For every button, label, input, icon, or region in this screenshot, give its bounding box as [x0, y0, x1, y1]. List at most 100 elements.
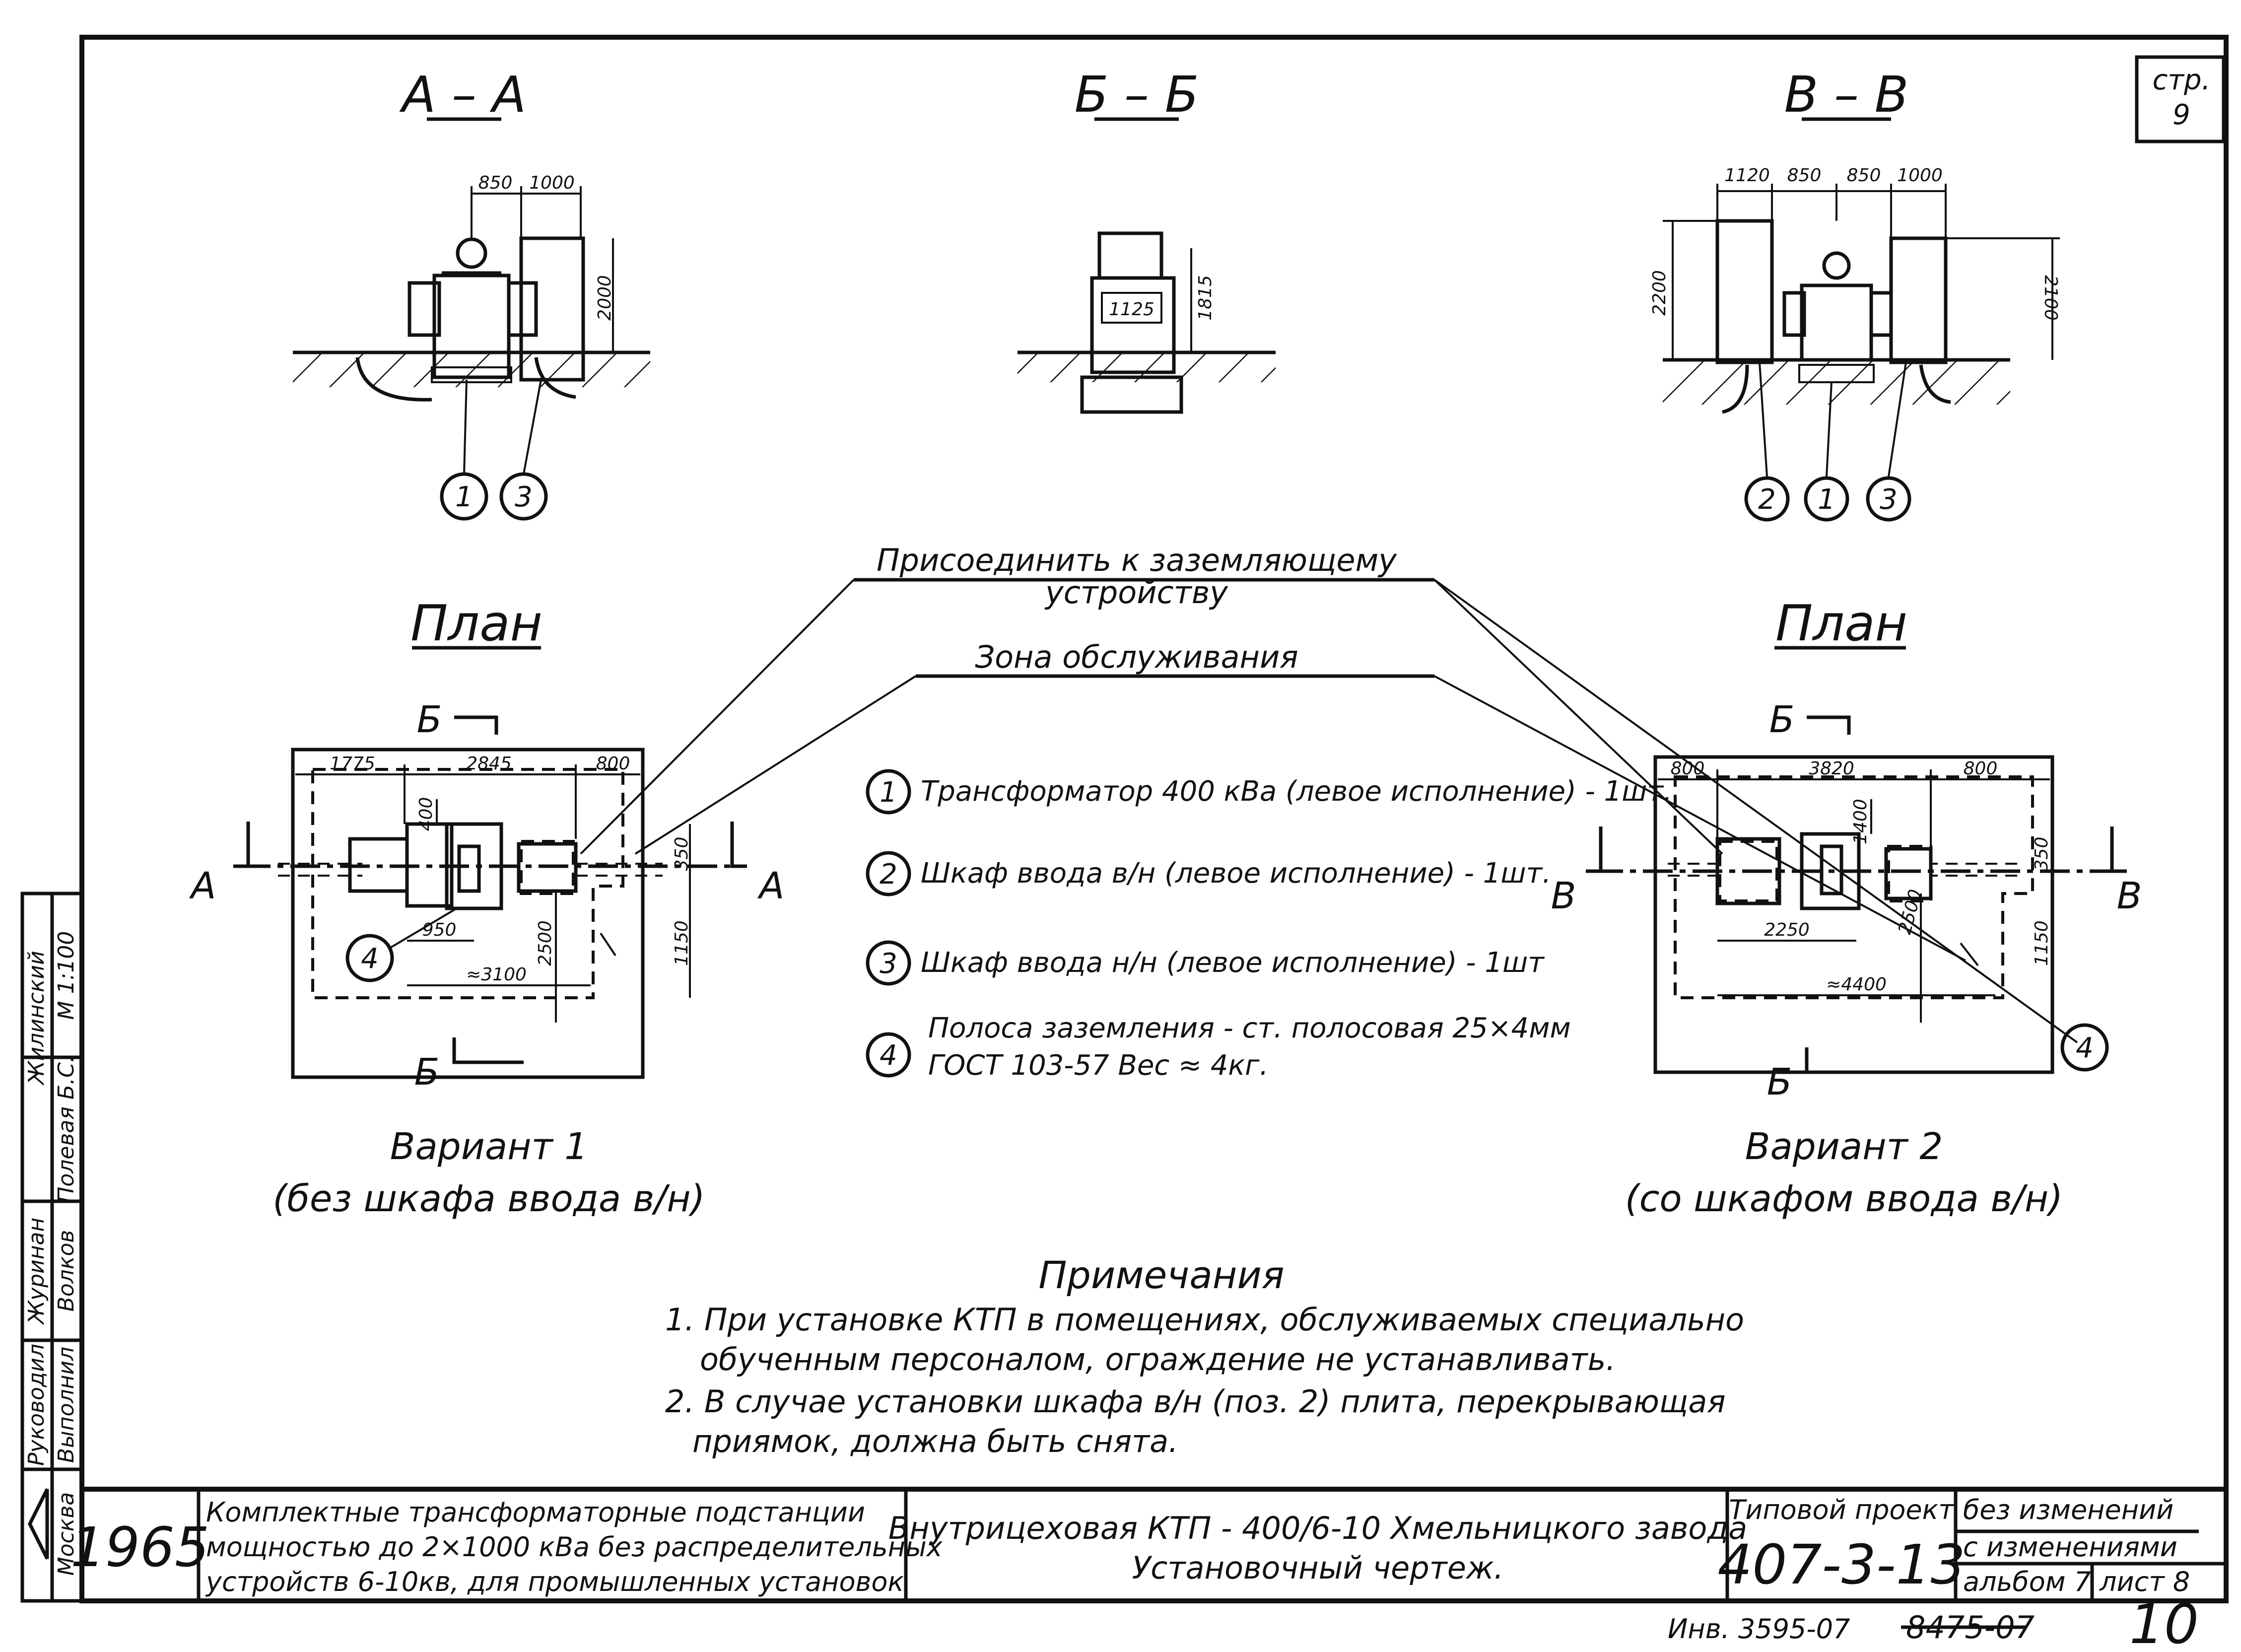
- plan1-mark-a-right: А: [757, 865, 785, 907]
- tb-project-label: Типовой проект: [1729, 1494, 1955, 1525]
- vv-callout-3: 3: [1880, 483, 1898, 516]
- notes-heading: Примечания: [1038, 1253, 1284, 1297]
- plan1-dim-350: 350: [672, 837, 692, 871]
- stamp-city: Москва: [54, 1492, 79, 1576]
- variant-1-title: Вариант 1: [390, 1125, 588, 1168]
- plan1-dim-1775: 1775: [330, 754, 375, 774]
- legend-text-4: Полоса заземления - ст. полосовая 25×4мм: [928, 1012, 1571, 1044]
- tb-change-1: без изменений: [1963, 1494, 2173, 1525]
- legend-num-4: 4: [880, 1039, 897, 1072]
- plan1-dim-2845: 2845: [466, 754, 512, 774]
- plan1-dim-800: 800: [596, 754, 630, 774]
- plan2-mark-b-top: Б: [1769, 698, 1795, 741]
- plan1-mark-a-left: А: [189, 865, 216, 907]
- plan1-callout-4: 4: [361, 943, 379, 975]
- stamp-extra-3: Жилинский: [24, 951, 49, 1086]
- tb-series-2: мощностью до 2×1000 кВа без распределите…: [206, 1531, 943, 1563]
- tb-series-1: Комплектные трансформаторные подстанции: [206, 1497, 865, 1528]
- plan2-dim-350: 350: [2032, 837, 2052, 871]
- stamp-row-2: Выполнил: [54, 1347, 79, 1463]
- aa-dim-850: 850: [478, 173, 513, 193]
- side-stamp: Руководил Выполнил Журинан Волков Полева…: [20, 892, 84, 1603]
- notes-line-1: 1. При установке КТП в помещениях, обслу…: [665, 1302, 1744, 1338]
- tb-album: альбом 7: [1963, 1566, 2091, 1597]
- notes-line-4: приямок, должна быть снята.: [692, 1423, 1178, 1459]
- section-aa-title: А – А: [399, 66, 526, 124]
- plan1-dim-950: 950: [422, 920, 457, 940]
- legend-text-3: Шкаф ввода н/н (левое исполнение) - 1шт: [921, 947, 1545, 979]
- vv-dim-850b: 850: [1847, 165, 1881, 186]
- bb-dim-1815: 1815: [1195, 275, 1216, 321]
- aa-dim-1000: 1000: [529, 173, 575, 193]
- aa-callout-3: 3: [515, 481, 533, 513]
- vv-dim-850a: 850: [1787, 165, 1822, 186]
- plan2-dim-800b: 800: [1964, 758, 1998, 779]
- tb-sheet: лист 8: [2099, 1566, 2190, 1597]
- plan1-mark-b-bottom: Б: [414, 1051, 440, 1094]
- plan-right-title: План: [1775, 594, 1907, 652]
- legend-text-4b: ГОСТ 103-57 Вес ≈ 4кг.: [928, 1049, 1268, 1082]
- plan2-mark-b-bottom: Б: [1767, 1061, 1792, 1103]
- tb-change-2: с изменениями: [1963, 1531, 2177, 1563]
- section-vv: В – В 1120 850 850 1000 2200 2100: [1649, 66, 2061, 522]
- vv-callout-1: 1: [1818, 483, 1835, 516]
- stamp-extra-1: Полевая Б.С.: [54, 1055, 79, 1203]
- plan2-dim-1150: 1150: [2032, 920, 2052, 966]
- plan2-callout-4: 4: [2076, 1032, 2094, 1064]
- tb-title-2: Установочный чертеж.: [1132, 1550, 1504, 1586]
- stamp-row-1: Руководил: [24, 1344, 49, 1466]
- variant-2-sub: (со шкафом ввода в/н): [1625, 1177, 2063, 1220]
- tb-project-number: 407-3-13: [1717, 1533, 1965, 1596]
- plan2-dim-800a: 800: [1671, 758, 1705, 779]
- annotation-ground: Присоединить к заземляющему: [877, 542, 1397, 578]
- plan1-dim-2500: 2500: [535, 920, 555, 966]
- stamp-extra-2: М 1:100: [54, 931, 79, 1020]
- plan2-mark-v-left: В: [1551, 875, 1576, 917]
- tb-title-1: Внутрицеховая КТП - 400/6-10 Хмельницког…: [888, 1510, 1747, 1546]
- plan1-mark-b-top: Б: [417, 698, 442, 741]
- plan1-dim-400: 400: [416, 797, 436, 831]
- stamp-name-2: Волков: [54, 1230, 79, 1312]
- notes: Примечания 1. При установке КТП в помеще…: [665, 1253, 1744, 1459]
- title-block: 1965 Комплектные трансформаторные подста…: [70, 1487, 2226, 1601]
- variant-2-title: Вариант 2: [1745, 1125, 1943, 1168]
- sheet-corner-box: [2135, 55, 2226, 143]
- section-bb-title: Б – Б: [1075, 66, 1199, 124]
- section-vv-title: В – В: [1784, 66, 1909, 124]
- plan2-dim-3820: 3820: [1809, 758, 1854, 779]
- vv-callout-2: 2: [1758, 483, 1776, 516]
- plan2-dim-1400: 1400: [1850, 799, 1871, 844]
- notes-line-2: обученным персоналом, ограждение не уста…: [700, 1341, 1616, 1377]
- aa-callout-1: 1: [455, 481, 473, 513]
- section-bb: Б – Б 1125 1815: [1018, 66, 1276, 414]
- section-aa: А – А 850 1000 2000 1 3: [293, 66, 650, 521]
- legend: 1 Трансформатор 400 кВа (левое исполнени…: [866, 769, 1672, 1082]
- stamp-logo: [28, 1488, 49, 1560]
- plan2-dim-2250: 2250: [1764, 920, 1810, 940]
- stamp-name-1: Журинан: [24, 1218, 49, 1325]
- legend-text-2: Шкаф ввода в/н (левое исполнение) - 1шт.: [921, 857, 1551, 890]
- plan-variant-2: План Б Б В В 800 3820 800 1400 350 1150: [1551, 594, 2142, 1103]
- legend-num-1: 1: [880, 776, 897, 809]
- legend-num-3: 3: [880, 948, 897, 980]
- vv-dim-1120: 1120: [1724, 165, 1770, 186]
- aa-dim-2000: 2000: [595, 275, 615, 321]
- sheet-corner-label: стр.: [2153, 64, 2211, 96]
- tb-series-3: устройств 6-10кв, для промышленных устан…: [205, 1566, 904, 1597]
- plan-variant-1: План Б Б А А 1775 2845 800 400 350: [189, 594, 785, 1094]
- variant-1-sub: (без шкафа ввода в/н): [272, 1177, 705, 1220]
- plan1-dim-1150: 1150: [672, 920, 692, 966]
- plan-left-title: План: [410, 594, 543, 652]
- drawing-frame: [79, 35, 2229, 1603]
- bb-dim-1125: 1125: [1109, 299, 1154, 320]
- legend-text-1: Трансформатор 400 кВа (левое исполнение)…: [921, 775, 1672, 808]
- tb-year: 1965: [70, 1515, 209, 1579]
- plan2-dim-4400: ≈4400: [1826, 974, 1887, 995]
- plan2-mark-v-right: В: [2117, 875, 2142, 917]
- footer-inv: Инв. 3595-07: [1668, 1613, 1850, 1645]
- sheet-corner-number: 9: [2173, 99, 2190, 131]
- annotation-zone: Зона обслуживания: [975, 639, 1298, 675]
- footer-page: 10: [2129, 1592, 2199, 1652]
- vv-dim-2100: 2100: [2040, 275, 2061, 321]
